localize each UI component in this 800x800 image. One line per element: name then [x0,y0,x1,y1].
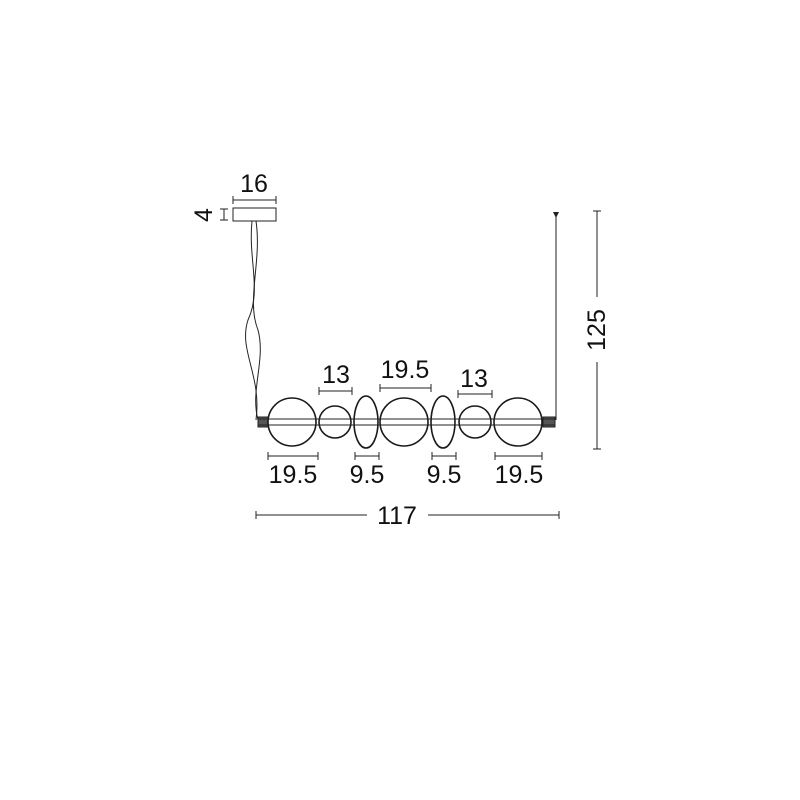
overall-height-label: 125 [583,309,611,351]
glass-globe-medium-1 [318,405,352,439]
disc-1-dimension: 9.5 [350,461,385,489]
globe-medium-2-dimension: 13 [460,365,488,393]
globe-large-2-dimension: 19.5 [381,356,430,384]
globe-medium-1-dimension: 13 [322,361,350,389]
glass-globe-medium-2 [458,405,492,439]
ceiling-canopy [232,207,277,222]
glass-globe-large-1 [267,397,317,447]
suspension-cables [245,212,559,421]
canopy-width-label: 16 [240,170,268,198]
globe-large-3-dimension: 19.5 [495,461,544,489]
overall-width-dimension: 117 [255,502,560,530]
glass-globe-large-3 [493,397,543,447]
upper-dimensions: 13 19.5 13 [318,356,493,398]
right-end-cap [542,416,556,428]
disc-2-dimension: 9.5 [427,461,462,489]
globe-large-1-dimension: 19.5 [269,461,318,489]
overall-width-label: 117 [377,502,417,530]
lower-dimensions: 19.5 9.5 9.5 19.5 [267,452,544,489]
overall-height-dimension: 125 [583,210,611,450]
glass-globe-large-2 [379,397,429,447]
lamp-body [257,395,556,449]
canopy-height-dimension: 4 [190,208,228,222]
canopy-width-dimension: 16 [232,170,277,204]
glass-disc-1 [353,395,379,449]
canopy-height-label: 4 [190,208,218,222]
glass-disc-2 [430,395,456,449]
